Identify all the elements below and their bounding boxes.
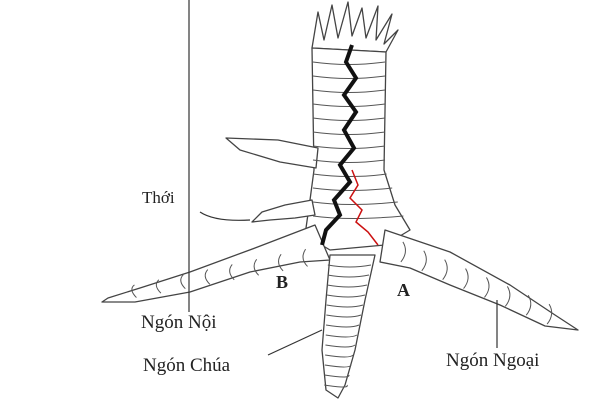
label-middle-toe: Ngón Chúa	[143, 355, 231, 376]
middle-toe-scale	[326, 314, 362, 318]
outer-toe	[379, 229, 579, 331]
inner-toe	[101, 224, 331, 303]
inner-toe-scale	[229, 264, 235, 281]
outer-toe-scale	[400, 241, 406, 263]
shank-scale	[312, 159, 386, 163]
label-spur: Thới	[142, 188, 175, 207]
inner-toe-scale	[180, 274, 186, 290]
inner-toe-scale	[155, 279, 162, 294]
shank-scale	[312, 215, 404, 219]
middle-toe-scale	[325, 354, 354, 358]
shank-scale	[312, 201, 398, 205]
shank-scale	[312, 89, 386, 93]
outer-toe-scale	[463, 268, 469, 289]
label-a: A	[397, 280, 410, 300]
label-b: B	[276, 272, 289, 292]
shank-scale	[312, 103, 386, 107]
middle-toe-scale	[326, 304, 364, 308]
middle-toe-scale	[325, 334, 358, 338]
middle-toe-scale	[324, 374, 350, 378]
inner-toe-scale	[278, 253, 284, 272]
label-inner-toe: Ngón Nội	[141, 312, 217, 333]
middle-toe-scale	[327, 264, 372, 268]
inner-toe-scale	[253, 259, 260, 276]
black-scale-line	[320, 44, 359, 246]
outer-toe-scale	[442, 259, 448, 280]
middle-toe-scale	[325, 344, 356, 348]
outer-toe-scale	[525, 294, 532, 316]
outer-toe-scale	[484, 277, 490, 298]
feathers	[311, 1, 399, 53]
middle-toe-leader	[267, 329, 323, 356]
spur	[225, 137, 319, 169]
inner-toe-scale	[131, 284, 137, 298]
shank-scale	[312, 187, 393, 191]
middle-toe-scale	[324, 384, 348, 388]
middle-toe-scale	[325, 324, 360, 328]
outer-toe-scale	[421, 250, 427, 272]
middle-toe-scale	[327, 284, 368, 288]
label-outer-toe: Ngón Ngoại	[446, 350, 540, 371]
inner-toe-scale	[302, 248, 308, 267]
inner-toe-scale	[204, 269, 211, 285]
middle-toe-scale	[324, 364, 352, 368]
spur-leader	[199, 211, 251, 221]
middle-toe-scale	[326, 294, 366, 298]
hind-toe	[251, 199, 316, 223]
red-scale-line	[349, 169, 379, 246]
shank-scale	[312, 145, 386, 149]
shank-scale	[312, 131, 386, 135]
middle-toe-scale	[327, 274, 370, 278]
shank-scale	[312, 75, 386, 79]
shank-scale	[312, 173, 387, 177]
outer-toe-scale	[546, 303, 553, 325]
outer-toe-scale	[504, 286, 511, 307]
